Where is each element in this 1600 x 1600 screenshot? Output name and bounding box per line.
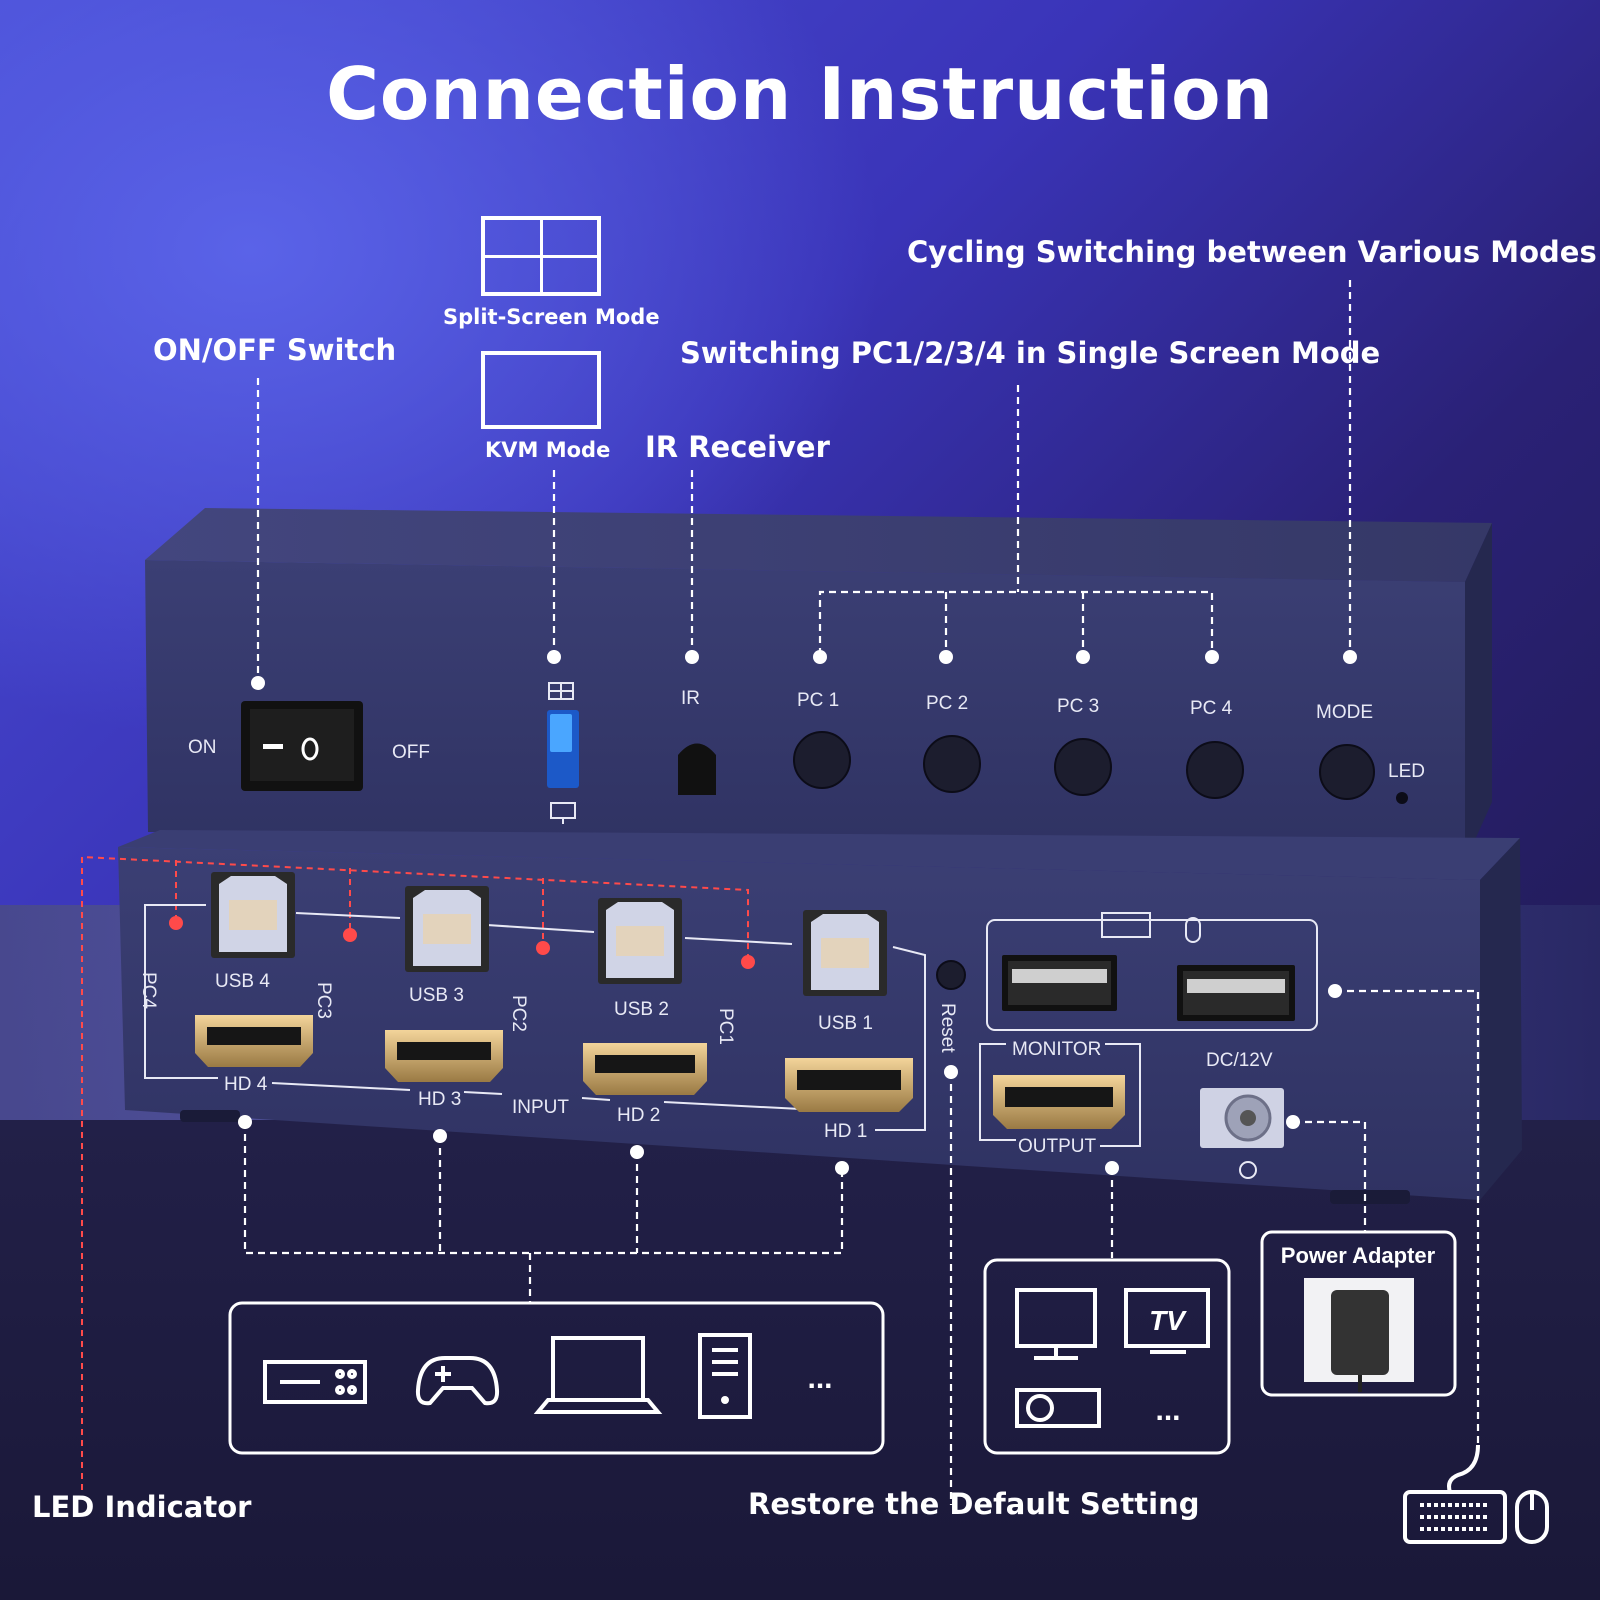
- pc1-button[interactable]: [793, 731, 851, 789]
- pc3-label: PC 3: [1057, 696, 1099, 717]
- callout-switching-pc: Switching PC1/2/3/4 in Single Screen Mod…: [680, 336, 1381, 370]
- pc3-side-label: PC3: [313, 982, 334, 1019]
- hd2-port[interactable]: [583, 1043, 707, 1095]
- usb4-label: USB 4: [215, 971, 270, 992]
- pc1-side-label: PC1: [715, 1008, 736, 1045]
- output-devices-box: TV ...: [983, 1258, 1231, 1455]
- page-title: Connection Instruction: [326, 52, 1274, 136]
- usb-ports: [211, 872, 887, 996]
- tv-icon: [1124, 1288, 1210, 1348]
- callout-kvm-mode: KVM Mode: [485, 438, 611, 462]
- monitor-label: MONITOR: [1012, 1039, 1101, 1060]
- desktop-tower-icon: [698, 1333, 752, 1419]
- hdmi-ports: [195, 1015, 1125, 1129]
- ir-receiver: [678, 743, 716, 795]
- led-label: LED: [1388, 761, 1425, 782]
- hd4-port[interactable]: [195, 1015, 313, 1067]
- mode-slider-switch[interactable]: [547, 682, 579, 824]
- callout-split-screen-mode: Split-Screen Mode: [443, 305, 660, 329]
- pc2-side-label: PC2: [508, 995, 529, 1032]
- dc-label: DC/12V: [1206, 1050, 1273, 1071]
- hd2-label: HD 2: [617, 1105, 660, 1126]
- reset-button[interactable]: [936, 960, 966, 990]
- output-label: OUTPUT: [1018, 1136, 1097, 1157]
- off-label: OFF: [392, 742, 430, 763]
- mouse-usb-port[interactable]: [1177, 965, 1295, 1021]
- hd4-label: HD 4: [224, 1074, 268, 1095]
- dc-power-jack[interactable]: [1200, 1088, 1284, 1179]
- single-screen-icon: [481, 351, 601, 429]
- ir-label: IR: [681, 688, 700, 709]
- hd3-label: HD 3: [418, 1089, 461, 1110]
- hd1-label: HD 1: [824, 1121, 867, 1142]
- back-unit-top: [118, 830, 1520, 880]
- usb4-port[interactable]: [211, 872, 295, 958]
- callout-on-off-switch: ON/OFF Switch: [153, 333, 397, 367]
- more-sources-ellipsis: ...: [807, 1362, 832, 1395]
- more-outputs-ellipsis: ...: [1155, 1394, 1180, 1427]
- keyboard-mouse-icon: [1403, 1444, 1549, 1544]
- usb-a-ports: [1002, 912, 1295, 1021]
- set-top-box-icon: [263, 1360, 367, 1404]
- pc4-label: PC 4: [1190, 698, 1233, 719]
- mode-button[interactable]: [1319, 744, 1375, 800]
- power-switch[interactable]: [241, 701, 363, 791]
- pc4-side-label: PC4: [138, 972, 159, 1009]
- output-hdmi-port[interactable]: [993, 1075, 1125, 1129]
- front-panel-unit: [145, 508, 1492, 862]
- tv-label: TV: [1149, 1305, 1187, 1336]
- usb2-port[interactable]: [598, 898, 682, 984]
- led-light: [1396, 792, 1408, 804]
- keyboard-icon: [1403, 1490, 1507, 1544]
- polarity-icon: [1239, 1161, 1257, 1179]
- pc4-button[interactable]: [1186, 741, 1244, 799]
- front-unit-top: [145, 508, 1492, 582]
- split-screen-icon: [481, 216, 601, 296]
- callout-dots: [238, 650, 1357, 1175]
- led-dots: [169, 916, 755, 969]
- usb3-label: USB 3: [409, 985, 464, 1006]
- on-label: ON: [188, 737, 217, 758]
- input-label: INPUT: [512, 1097, 569, 1118]
- keyboard-usb-port[interactable]: [1002, 955, 1117, 1011]
- usb3-port[interactable]: [405, 886, 489, 972]
- source-devices-box: ...: [228, 1301, 885, 1455]
- keyboard-glyph-icon: [1101, 912, 1151, 938]
- power-adapter-label: Power Adapter: [1281, 1243, 1436, 1268]
- callout-restore-default: Restore the Default Setting: [748, 1487, 1200, 1521]
- hd3-port[interactable]: [385, 1030, 503, 1082]
- back-panel-outlines: [144, 904, 1318, 1147]
- foot: [1330, 1190, 1410, 1204]
- back-unit-side: [1480, 838, 1522, 1200]
- pc2-button[interactable]: [923, 735, 981, 793]
- foot: [180, 1110, 240, 1122]
- led-indicator-lines: [81, 855, 749, 1490]
- callout-cycling-modes: Cycling Switching between Various Modes: [907, 235, 1597, 269]
- laptop-icon: [551, 1336, 645, 1402]
- mouse-glyph-icon: [1185, 917, 1201, 943]
- pc2-label: PC 2: [926, 693, 968, 714]
- power-adapter-icon: [1331, 1290, 1389, 1375]
- pc1-label: PC 1: [797, 690, 839, 711]
- usb1-port[interactable]: [803, 910, 887, 996]
- pc3-button[interactable]: [1054, 738, 1112, 796]
- gamepad-icon: [415, 1356, 500, 1406]
- callout-led-indicator: LED Indicator: [32, 1490, 252, 1524]
- front-unit-side: [1465, 523, 1492, 862]
- keyboard-mouse-port-group: [986, 919, 1318, 1031]
- front-unit-face: [145, 560, 1465, 862]
- hd1-port[interactable]: [785, 1058, 913, 1112]
- projector-icon: [1015, 1388, 1101, 1428]
- mode-label: MODE: [1316, 702, 1373, 723]
- monitor-icon: [1015, 1288, 1097, 1348]
- usb2-label: USB 2: [614, 999, 669, 1020]
- callout-lines: [243, 280, 1480, 1505]
- reset-label: Reset: [937, 1003, 958, 1053]
- callout-ir-receiver: IR Receiver: [645, 430, 830, 464]
- power-adapter-box: Power Adapter: [1260, 1230, 1457, 1397]
- usb1-label: USB 1: [818, 1013, 873, 1034]
